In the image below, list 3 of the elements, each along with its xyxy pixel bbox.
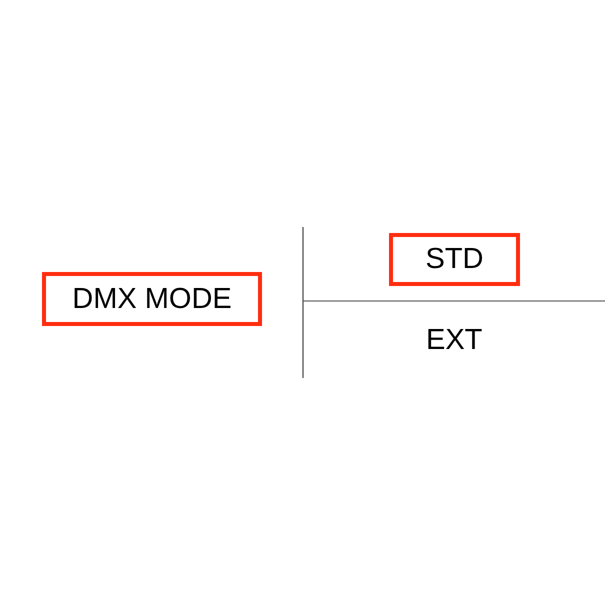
menu-option-box: DMX MODE [42,272,262,326]
menu-option-text: EXT [426,324,482,356]
menu-option-box: STD [389,233,520,286]
